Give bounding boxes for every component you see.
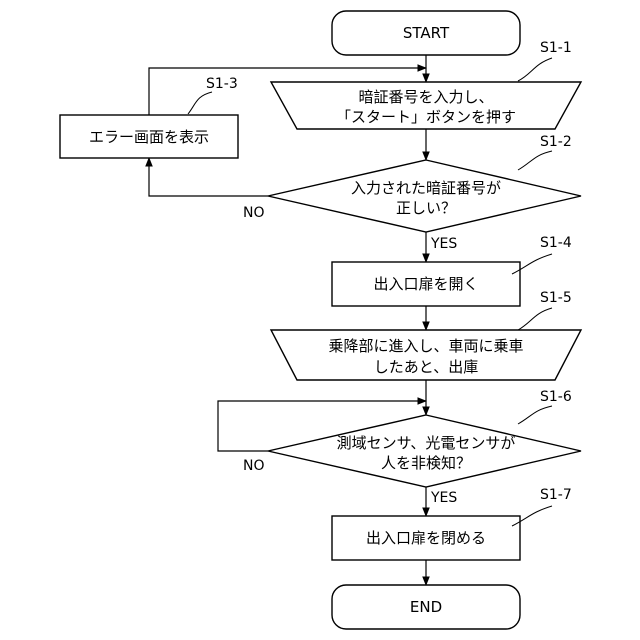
step-s1-1-ref: S1-1 <box>540 40 572 56</box>
step-s1-4-label: 出入口扉を開く <box>373 275 478 293</box>
start-terminal: START <box>332 11 520 55</box>
step-s1-1-leader <box>518 58 552 81</box>
step-s1-1-line1: 暗証番号を入力し、 <box>358 88 493 106</box>
step-s1-4-ref: S1-4 <box>540 235 572 251</box>
connector-s1-2-no-to-s1-3 <box>149 158 268 196</box>
end-terminal: END <box>332 585 520 629</box>
decision-s1-2-line2: 正しい？ <box>396 199 456 217</box>
decision-s1-6-yes-label: YES <box>430 490 457 506</box>
step-s1-7-label: 出入口扉を閉める <box>366 529 486 547</box>
step-s1-3-label: エラー画面を表示 <box>89 128 209 146</box>
step-s1-1-line2: 「スタート」ボタンを押す <box>336 108 516 126</box>
decision-s1-2-no-label: NO <box>243 205 265 221</box>
decision-s1-6-leader <box>518 406 552 424</box>
step-s1-5-line2: したあと、出庫 <box>374 358 478 376</box>
decision-s1-2-line1: 入力された暗証番号が <box>351 179 501 197</box>
start-label: START <box>403 24 450 42</box>
decision-s1-6-line2: 人を非検知？ <box>381 454 471 472</box>
step-s1-3-leader <box>188 92 212 114</box>
decision-s1-2: 入力された暗証番号が 正しい？ S1-2 NO YES <box>243 134 581 252</box>
decision-s1-2-yes-label: YES <box>430 236 457 252</box>
decision-s1-2-leader <box>518 151 552 170</box>
step-s1-5-leader <box>518 308 552 330</box>
end-label: END <box>410 598 442 616</box>
decision-s1-6-line1: 測域センサ、光電センサが <box>337 434 516 452</box>
decision-s1-6: 測域センサ、光電センサが 人を非検知？ S1-6 NO YES <box>243 389 581 506</box>
step-s1-5-ref: S1-5 <box>540 290 572 306</box>
decision-s1-2-ref: S1-2 <box>540 134 572 150</box>
step-s1-3-ref: S1-3 <box>206 76 238 92</box>
decision-s1-6-ref: S1-6 <box>540 389 572 405</box>
decision-s1-6-no-label: NO <box>243 458 265 474</box>
step-s1-7-ref: S1-7 <box>540 487 572 503</box>
step-s1-5-line1: 乗降部に進入し、車両に乗車 <box>328 337 523 355</box>
